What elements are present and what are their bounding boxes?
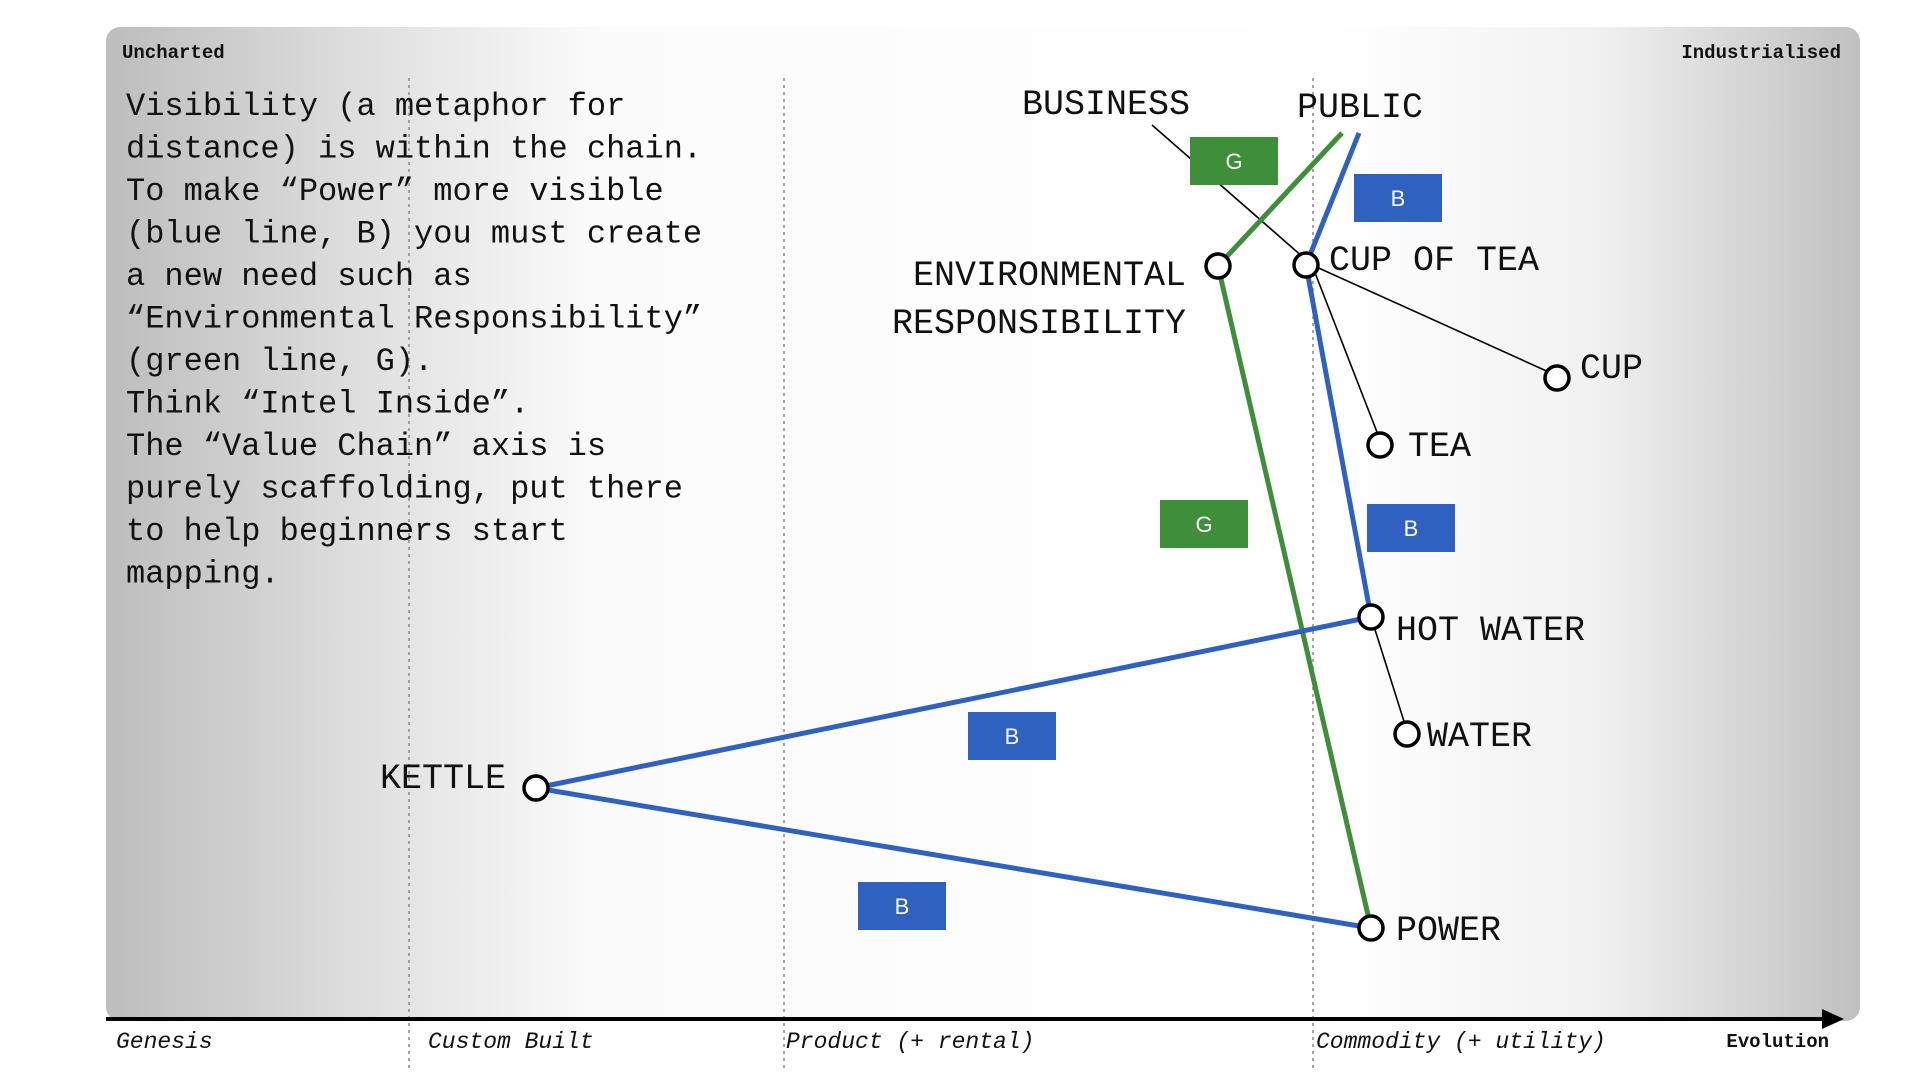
label-cup-of-tea: CUP OF TEA: [1329, 241, 1539, 281]
node-hot-water: [1357, 603, 1385, 631]
badge-b-kettle-power-label: B: [895, 894, 910, 919]
badge-b-top: B: [1354, 174, 1442, 222]
badge-g-middle: G: [1160, 500, 1248, 548]
evolution-axis: [106, 1009, 1844, 1029]
note-line: purely scaffolding, put there: [126, 471, 683, 508]
badge-b-top-box: [1354, 174, 1442, 222]
note-line: a new need such as: [126, 258, 472, 295]
note-line: Think “Intel Inside”.: [126, 386, 529, 423]
note-line: Visibility (a metaphor for: [126, 88, 625, 125]
link-business-cup-of-tea: [1151, 124, 1313, 266]
label-power: POWER: [1396, 911, 1501, 951]
label-tea: TEA: [1408, 427, 1471, 467]
badge-b-kettle-power: B: [858, 882, 946, 930]
badge-g-middle-box: [1160, 500, 1248, 548]
link-cup-of-tea-cup: [1311, 264, 1563, 379]
badge-g-top-box: [1190, 137, 1278, 185]
badge-b-kettle-hot-water: B: [968, 712, 1056, 760]
link-cup-of-tea-tea: [1311, 264, 1383, 446]
node-power: [1357, 914, 1385, 942]
label-cup: CUP: [1580, 349, 1643, 389]
evolution-axis-arrowhead: [1822, 1009, 1844, 1029]
dependency-lines: [1151, 124, 1563, 735]
node-environmental-responsibility: [1204, 252, 1232, 280]
note-line: (green line, G).: [126, 343, 433, 380]
explanatory-notes: Visibility (a metaphor for distance) is …: [126, 88, 721, 593]
user-label-business: BUSINESS: [1022, 85, 1190, 125]
note-line: “Environmental Responsibility”: [126, 301, 702, 338]
badge-g-middle-label: G: [1195, 512, 1212, 537]
node-water: [1393, 720, 1421, 748]
node-cup-of-tea: [1292, 251, 1320, 279]
node-tea: [1366, 431, 1394, 459]
note-line: to help beginners start: [126, 513, 568, 550]
corner-label-uncharted: Uncharted: [122, 42, 225, 64]
badge-b-middle: B: [1367, 504, 1455, 552]
stage-label-product: Product (+ rental): [786, 1029, 1034, 1055]
label-hot-water: HOT WATER: [1396, 611, 1585, 651]
label-environmental: ENVIRONMENTAL: [913, 256, 1186, 296]
badge-g-top-label: G: [1225, 149, 1242, 174]
note-line: The “Value Chain” axis is: [126, 428, 606, 465]
label-kettle: KETTLE: [380, 759, 506, 799]
stage-label-commodity: Commodity (+ utility): [1316, 1029, 1606, 1055]
badge-b-top-label: B: [1391, 186, 1406, 211]
stage-label-custom-built: Custom Built: [428, 1029, 594, 1055]
map-background: [106, 27, 1860, 1021]
note-line: distance) is within the chain.: [126, 131, 702, 168]
axis-label-evolution: Evolution: [1726, 1031, 1829, 1053]
blue-line-kettle-to-hot-water: [535, 614, 1372, 791]
node-cup: [1543, 364, 1571, 392]
badge-g-top: G: [1190, 137, 1278, 185]
user-label-public: PUBLIC: [1297, 88, 1423, 128]
link-hot-water-water: [1370, 616, 1409, 735]
node-kettle: [522, 774, 550, 802]
badge-b-kettle-hot-water-box: [968, 712, 1056, 760]
label-water: WATER: [1427, 717, 1532, 757]
note-line: (blue line, B) you must create: [126, 216, 702, 253]
badge-b-kettle-power-box: [858, 882, 946, 930]
badge-b-middle-box: [1367, 504, 1455, 552]
blue-line-kettle-to-power: [535, 785, 1372, 931]
note-line: mapping.: [126, 556, 280, 593]
badge-b-kettle-hot-water-label: B: [1005, 724, 1020, 749]
label-responsibility: RESPONSIBILITY: [892, 304, 1186, 344]
note-line: To make “Power” more visible: [126, 173, 664, 210]
stage-label-genesis: Genesis: [116, 1029, 213, 1055]
badge-b-middle-label: B: [1404, 516, 1419, 541]
corner-label-industrialised: Industrialised: [1681, 42, 1841, 64]
